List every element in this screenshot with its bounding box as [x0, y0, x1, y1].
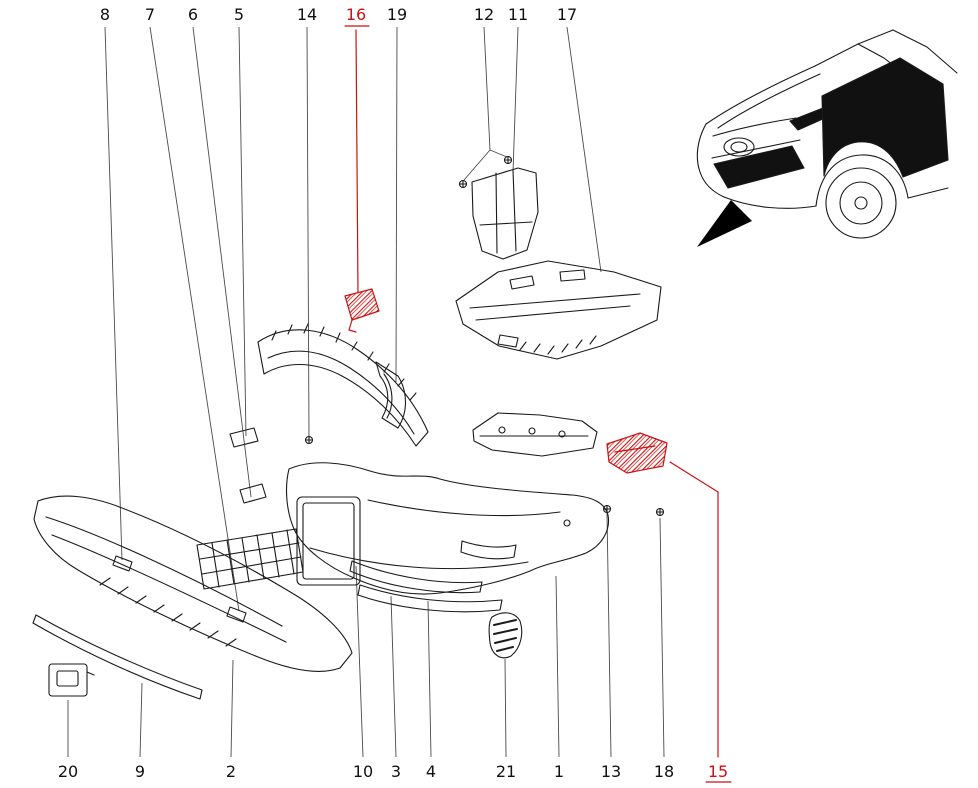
- screw-icon[interactable]: [458, 179, 468, 189]
- part-clip-6[interactable]: [239, 483, 267, 504]
- leader-lines-highlighted: [355, 29, 719, 758]
- part-bracket-15-highlighted[interactable]: [606, 432, 668, 474]
- part-lower-trim-strip[interactable]: [32, 614, 203, 700]
- front-wheel: [825, 167, 897, 239]
- location-arrow-icon: [697, 200, 752, 247]
- callout-15-highlighted[interactable]: 15: [708, 762, 728, 781]
- callout-12[interactable]: 12: [474, 5, 494, 24]
- callout-1[interactable]: 1: [554, 762, 564, 781]
- callout-17[interactable]: 17: [557, 5, 577, 24]
- part-clip-5[interactable]: [229, 427, 259, 448]
- screw-icon[interactable]: [655, 507, 665, 517]
- part-bumper-cover[interactable]: [285, 462, 610, 595]
- callout-6[interactable]: 6: [188, 5, 198, 24]
- vehicle-thumbnail: [696, 29, 958, 247]
- callout-3[interactable]: 3: [391, 762, 401, 781]
- screw-icon[interactable]: [602, 504, 612, 514]
- callout-8[interactable]: 8: [100, 5, 110, 24]
- part-bracket-16-highlighted[interactable]: [344, 288, 380, 333]
- part-lower-valance[interactable]: [33, 495, 353, 672]
- body-side-shading: [821, 57, 949, 178]
- callout-2[interactable]: 2: [226, 762, 236, 781]
- part-side-bracket-rail[interactable]: [472, 412, 598, 457]
- clip-8[interactable]: [112, 555, 133, 572]
- callout-21[interactable]: 21: [496, 762, 516, 781]
- part-upper-bumper-retainer[interactable]: [257, 323, 429, 447]
- leader-lines: [67, 26, 665, 758]
- screw-icon[interactable]: [503, 155, 513, 165]
- lower-grille-shape: [713, 145, 805, 189]
- callout-10[interactable]: 10: [353, 762, 373, 781]
- part-lower-strip-upper[interactable]: [349, 560, 483, 594]
- callout-labels-top: 8 7 6 5 14 16 19 12 11 17: [100, 5, 577, 27]
- part-bracket-20[interactable]: [48, 663, 95, 697]
- callout-11[interactable]: 11: [508, 5, 528, 24]
- callout-13[interactable]: 13: [601, 762, 621, 781]
- callout-5[interactable]: 5: [234, 5, 244, 24]
- callout-4[interactable]: 4: [426, 762, 436, 781]
- callout-16-highlighted[interactable]: 16: [346, 5, 366, 24]
- callout-18[interactable]: 18: [654, 762, 674, 781]
- part-fog-grille[interactable]: [488, 612, 523, 659]
- callout-19[interactable]: 19: [387, 5, 407, 24]
- part-underbody-shield[interactable]: [455, 260, 662, 360]
- license-plate-recess: [296, 496, 361, 586]
- callout-labels-bottom: 20 9 2 10 3 4 21 1 13 18 15: [58, 762, 732, 783]
- callout-7[interactable]: 7: [145, 5, 155, 24]
- clip-7[interactable]: [226, 606, 247, 623]
- callout-20[interactable]: 20: [58, 762, 78, 781]
- part-fog-bracket[interactable]: [375, 361, 407, 429]
- callout-14[interactable]: 14: [297, 5, 317, 24]
- part-lower-strip-lower[interactable]: [357, 584, 503, 613]
- part-mounting-bracket[interactable]: [471, 167, 539, 260]
- callout-9[interactable]: 9: [135, 762, 145, 781]
- part-grille-mesh[interactable]: [196, 528, 304, 590]
